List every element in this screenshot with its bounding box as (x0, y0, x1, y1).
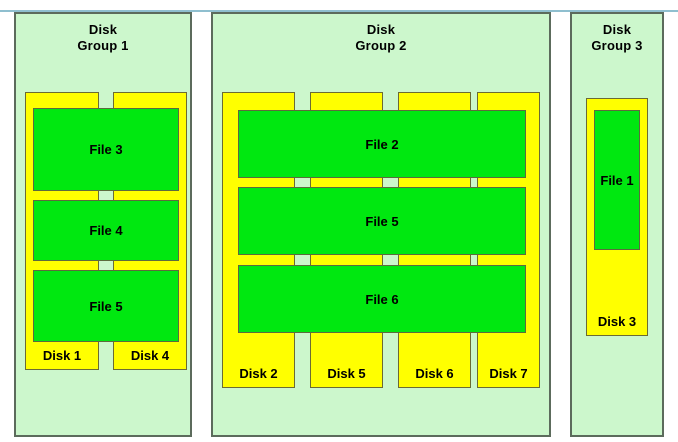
file-block-file-2-disk-group-2[interactable]: File 2 (238, 110, 526, 178)
file-label: File 1 (600, 172, 634, 188)
file-label: File 5 (365, 213, 399, 229)
disk-label: Disk 5 (327, 366, 366, 381)
disk-group-1-title-line1: Disk (88, 22, 118, 37)
disk-group-3-title-line1: Disk (602, 22, 632, 37)
file-label: File 3 (89, 142, 123, 157)
file-label: File 5 (89, 298, 123, 314)
disk-label: Disk 2 (239, 366, 278, 381)
top-divider-rule (0, 10, 678, 12)
file-label: File 2 (365, 136, 399, 152)
file-block-file-5-disk-group-2[interactable]: File 5 (238, 187, 526, 255)
disk-group-2-title-line1: Disk (366, 22, 396, 37)
disk-label: Disk 3 (597, 314, 637, 329)
file-label: File 6 (365, 291, 399, 307)
file-block-file-3-disk-group-1[interactable]: File 3 (33, 108, 179, 191)
disk-group-1-title-line2: Group 1 (77, 38, 129, 53)
disk-label: Disk 7 (489, 366, 528, 381)
file-block-file-4-disk-group-1[interactable]: File 4 (33, 200, 179, 261)
file-block-file-6-disk-group-2[interactable]: File 6 (238, 265, 526, 333)
disk-label: Disk 6 (415, 366, 454, 381)
file-block-file-1-disk-group-3[interactable]: File 1 (594, 110, 640, 250)
disk-label: Disk 4 (130, 348, 170, 363)
disk-group-3-title-line2: Group 3 (591, 38, 643, 53)
disk-group-2-title-line2: Group 2 (355, 38, 407, 53)
file-block-file-5-disk-group-1[interactable]: File 5 (33, 270, 179, 342)
file-label: File 4 (89, 223, 123, 238)
disk-label: Disk 1 (42, 348, 82, 363)
